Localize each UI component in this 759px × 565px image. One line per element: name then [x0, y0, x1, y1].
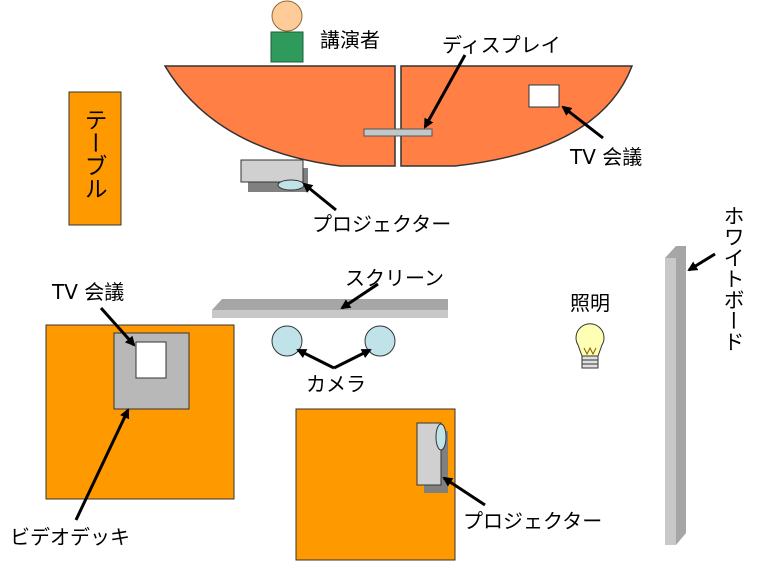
screen-top: [212, 299, 448, 310]
display-device: [363, 128, 433, 137]
label-tv-conference-left: TV 会議: [52, 280, 125, 304]
arrow-video-deck: [74, 408, 130, 521]
label-display: ディスプレイ: [442, 33, 561, 57]
projector-top-body: [240, 159, 304, 183]
arrow-camera-left: [296, 348, 335, 370]
label-speaker: 講演者: [320, 28, 380, 52]
arrow-projector-top: [302, 182, 337, 212]
projector-bottom-lens: [435, 423, 447, 451]
arrow-whiteboard: [687, 252, 716, 272]
label-camera: カメラ: [306, 372, 366, 396]
arrow-display: [423, 54, 467, 129]
projector-top-lens: [277, 179, 305, 191]
arrow-projector-bottom: [442, 476, 486, 507]
bulb-filament: [583, 346, 597, 356]
label-projector-top: プロジェクター: [312, 212, 452, 236]
label-lighting: 照明: [570, 291, 610, 315]
projector-top: [240, 159, 308, 192]
whiteboard-front: [665, 258, 676, 545]
screen: [212, 299, 448, 318]
speaker-head: [271, 0, 303, 32]
camera-right: [364, 325, 396, 357]
speaker-figure: [270, 0, 304, 63]
desk-left-half: [163, 65, 396, 167]
table-rect: [68, 91, 122, 226]
whiteboard: [665, 246, 686, 545]
tv-conference-unit-left: [135, 341, 167, 379]
speaker-body: [270, 31, 304, 63]
bulb-glass: [575, 323, 605, 357]
label-table: テーブル: [80, 108, 106, 200]
tv-conference-unit-top: [528, 84, 560, 108]
arrow-camera-right: [333, 348, 372, 370]
arrow-screen: [340, 282, 379, 310]
screen-front: [212, 310, 448, 318]
bulb-base: [581, 355, 599, 369]
camera-left: [271, 325, 303, 357]
arrow-tv-top: [561, 105, 604, 140]
desk-right-half: [400, 65, 634, 167]
label-whiteboard: ホワイトボード: [721, 205, 745, 352]
light-bulb-icon: [575, 323, 605, 369]
label-tv-conference-top: TV 会議: [570, 145, 643, 169]
projector-bottom: [416, 422, 448, 493]
label-video-deck: ビデオデッキ: [10, 525, 130, 549]
label-screen: スクリーン: [345, 266, 444, 290]
arrow-tv-left: [99, 307, 136, 347]
label-projector-bottom: プロジェクター: [463, 509, 603, 533]
